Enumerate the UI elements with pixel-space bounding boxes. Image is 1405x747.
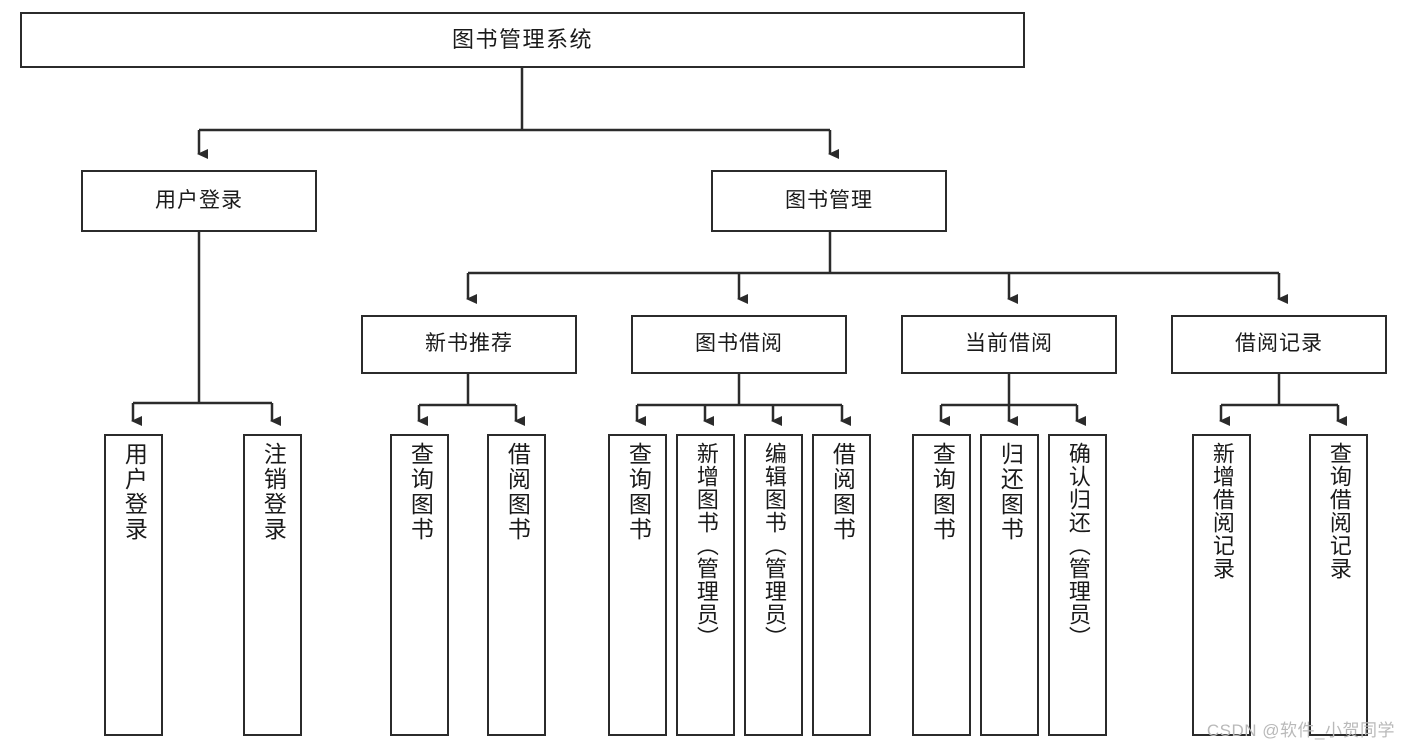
node-label: 用户登录	[155, 188, 243, 212]
node-label: 图书借阅	[695, 332, 783, 356]
node-label: 图书管理	[785, 188, 873, 212]
leaf-new-book-query-books[interactable]: 查询图书	[390, 434, 449, 736]
node-book-borrow[interactable]: 图书借阅	[631, 315, 847, 374]
leaf-new-book-borrow-books[interactable]: 借阅图书	[487, 434, 546, 736]
node-label: 归还图书	[997, 442, 1024, 542]
node-label: 确认归还（管理员）	[1065, 442, 1091, 649]
leaf-borrow-record-query-record[interactable]: 查询借阅记录	[1309, 434, 1368, 736]
node-book-management[interactable]: 图书管理	[711, 170, 947, 232]
leaf-user-login-logout[interactable]: 注销登录	[243, 434, 302, 736]
watermark: CSDN @软件_小贺同学	[1206, 721, 1395, 740]
leaf-book-borrow-borrow-books[interactable]: 借阅图书	[812, 434, 871, 736]
leaf-book-borrow-edit-book-admin[interactable]: 编辑图书（管理员）	[744, 434, 803, 736]
node-label: 查询图书	[625, 442, 652, 542]
leaf-current-borrow-confirm-return-admin[interactable]: 确认归还（管理员）	[1048, 434, 1107, 736]
node-new-book-recommend[interactable]: 新书推荐	[361, 315, 577, 374]
leaf-book-borrow-add-book-admin[interactable]: 新增图书（管理员）	[676, 434, 735, 736]
node-user-login[interactable]: 用户登录	[81, 170, 317, 232]
node-label: 用户登录	[121, 442, 148, 542]
node-root-book-management-system[interactable]: 图书管理系统	[20, 12, 1025, 68]
node-label: 注销登录	[260, 442, 287, 542]
leaf-user-login-login[interactable]: 用户登录	[104, 434, 163, 736]
node-label: 借阅图书	[504, 442, 531, 542]
node-label: 查询图书	[929, 442, 956, 542]
leaf-book-borrow-query-books[interactable]: 查询图书	[608, 434, 667, 736]
node-label: 当前借阅	[965, 332, 1053, 356]
node-label: 新增借阅记录	[1209, 442, 1235, 580]
node-label: 借阅图书	[829, 442, 856, 542]
node-label: 新书推荐	[425, 332, 513, 356]
node-label: 借阅记录	[1235, 332, 1323, 356]
node-label: 新增图书（管理员）	[693, 442, 719, 649]
node-label: 图书管理系统	[451, 27, 593, 53]
leaf-current-borrow-return-books[interactable]: 归还图书	[980, 434, 1039, 736]
node-label: 查询借阅记录	[1326, 442, 1352, 580]
node-label: 查询图书	[407, 442, 434, 542]
leaf-borrow-record-add-record[interactable]: 新增借阅记录	[1192, 434, 1251, 736]
node-current-borrow[interactable]: 当前借阅	[901, 315, 1117, 374]
node-borrow-record[interactable]: 借阅记录	[1171, 315, 1387, 374]
leaf-current-borrow-query-books[interactable]: 查询图书	[912, 434, 971, 736]
node-label: 编辑图书（管理员）	[761, 442, 787, 649]
